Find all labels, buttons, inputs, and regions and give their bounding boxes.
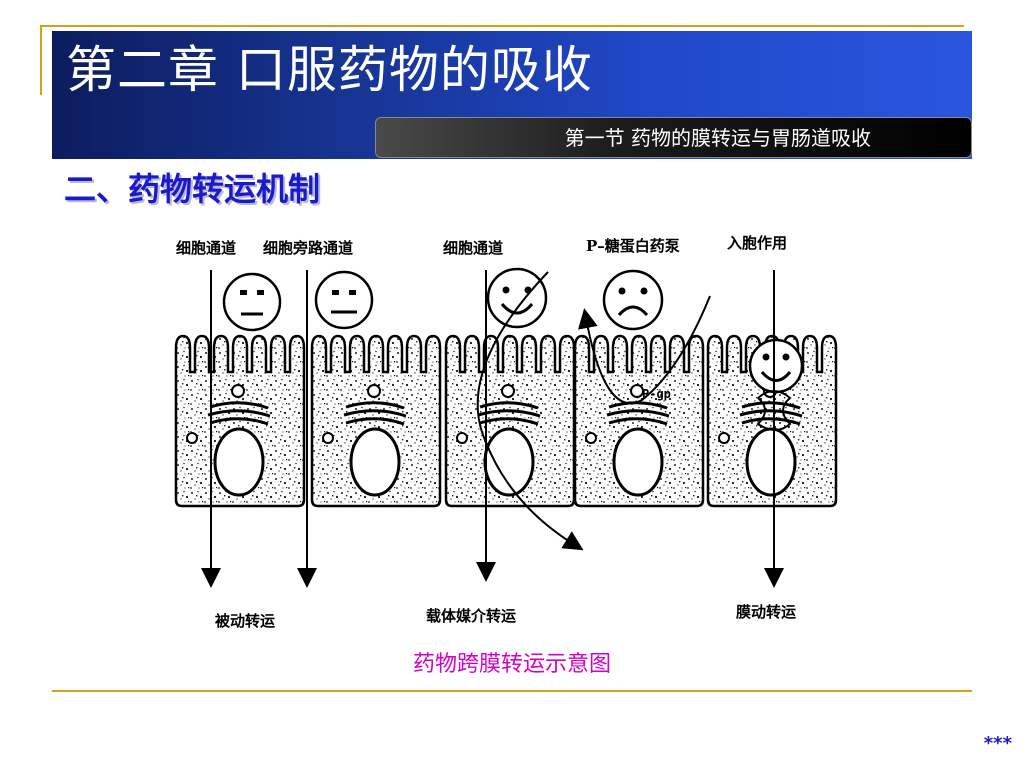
label-membrane-transport: 膜动转运 bbox=[736, 603, 796, 621]
label-passive-transport: 被动转运 bbox=[215, 612, 275, 630]
label-transcellular: 细胞通道 bbox=[176, 239, 236, 257]
footer-mark: *** bbox=[983, 733, 1012, 754]
cell-2 bbox=[310, 334, 442, 508]
label-endocytosis: 入胞作用 bbox=[727, 234, 787, 252]
label-carrier-transport: 载体媒介转运 bbox=[426, 607, 516, 625]
figure-caption: 药物跨膜转运示意图 bbox=[412, 652, 611, 677]
section-banner: 第一节 药物的膜转运与胃肠道吸收 bbox=[375, 117, 972, 158]
pgp-inner-label: P-gp bbox=[642, 387, 671, 401]
sad-face-icon bbox=[602, 269, 664, 331]
left-accent-line bbox=[40, 25, 42, 95]
vesicle-loop bbox=[756, 390, 792, 431]
neutral-face-icon bbox=[314, 270, 374, 330]
section-title: 第一节 药物的膜转运与胃肠道吸收 bbox=[564, 126, 871, 150]
happy-face-icon bbox=[748, 338, 804, 394]
top-divider bbox=[40, 25, 964, 27]
bottom-divider bbox=[52, 690, 972, 692]
carrier-curve-arrow bbox=[476, 271, 584, 551]
cell-4 bbox=[573, 334, 705, 508]
happy-face-icon bbox=[486, 267, 548, 329]
label-pgp-pump: P–糖蛋白药泵 bbox=[586, 237, 680, 255]
efflux-pump-arrow bbox=[578, 295, 711, 405]
label-paracellular: 细胞旁路通道 bbox=[263, 239, 353, 257]
cell-3 bbox=[444, 334, 576, 508]
chapter-title: 第二章 口服药物的吸收 bbox=[66, 41, 593, 99]
label-transcellular-2: 细胞通道 bbox=[443, 239, 503, 257]
neutral-face-icon bbox=[222, 272, 282, 332]
sub-heading: 二、药物转运机制 bbox=[64, 170, 321, 208]
cell-1 bbox=[174, 334, 306, 508]
